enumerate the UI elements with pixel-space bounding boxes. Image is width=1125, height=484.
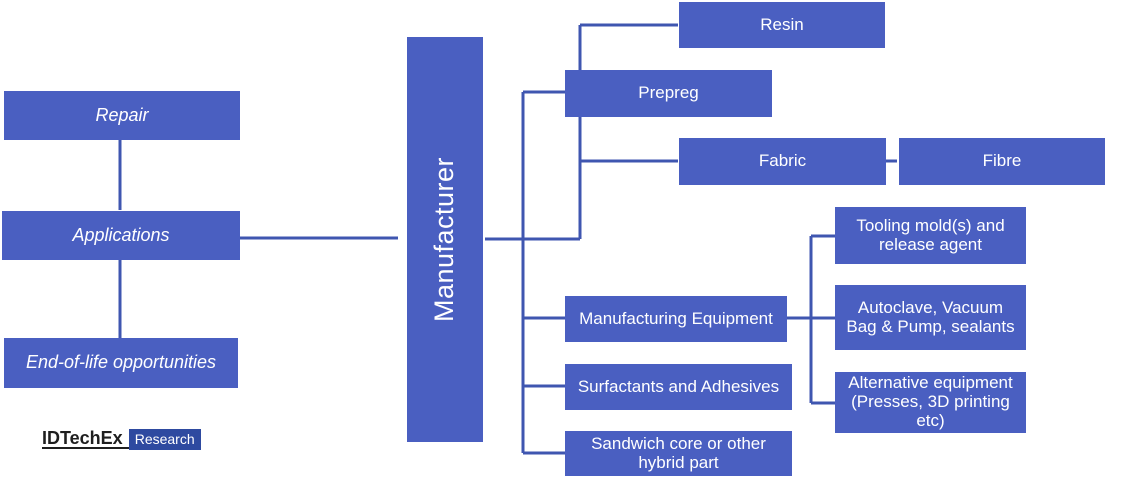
- node-repair-label: Repair: [95, 104, 149, 125]
- node-end-of-life: End-of-life opportunities: [4, 338, 238, 388]
- node-manufacturer: Manufacturer: [407, 37, 483, 442]
- node-manufacturing-equipment-label: Manufacturing Equipment: [579, 308, 773, 328]
- node-alternative-equipment-label: Alternative equipment (Presses, 3D print…: [848, 373, 1013, 430]
- node-fibre: Fibre: [899, 138, 1105, 185]
- node-manufacturing-equipment: Manufacturing Equipment: [565, 296, 787, 342]
- node-prepreg-label: Prepreg: [638, 83, 699, 103]
- node-resin: Resin: [679, 2, 885, 48]
- node-repair: Repair: [4, 91, 240, 140]
- node-prepreg: Prepreg: [565, 70, 772, 117]
- node-fibre-label: Fibre: [982, 151, 1022, 171]
- node-alternative-equipment: Alternative equipment (Presses, 3D print…: [835, 372, 1026, 433]
- node-applications: Applications: [2, 211, 240, 260]
- logo-tag: Research: [128, 428, 201, 450]
- logo-brand: IDTechEx: [42, 429, 129, 449]
- node-sandwich-core: Sandwich core or other hybrid part: [565, 431, 792, 476]
- node-resin-label: Resin: [760, 14, 804, 34]
- node-manufacturer-label: Manufacturer: [429, 156, 460, 323]
- node-sandwich-core-label: Sandwich core or other hybrid part: [591, 433, 766, 472]
- node-autoclave-label: Autoclave, Vacuum Bag & Pump, sealants: [846, 297, 1015, 336]
- idtechex-logo: IDTechEx Research: [42, 428, 201, 450]
- node-surfactants: Surfactants and Adhesives: [565, 364, 792, 410]
- node-end-of-life-label: End-of-life opportunities: [25, 352, 217, 373]
- node-applications-label: Applications: [72, 224, 170, 245]
- node-surfactants-label: Surfactants and Adhesives: [577, 376, 780, 396]
- node-fabric: Fabric: [679, 138, 886, 185]
- node-tooling-label: Tooling mold(s) and release agent: [856, 215, 1005, 254]
- node-tooling: Tooling mold(s) and release agent: [835, 207, 1026, 264]
- node-fabric-label: Fabric: [758, 151, 807, 171]
- node-autoclave: Autoclave, Vacuum Bag & Pump, sealants: [835, 285, 1026, 350]
